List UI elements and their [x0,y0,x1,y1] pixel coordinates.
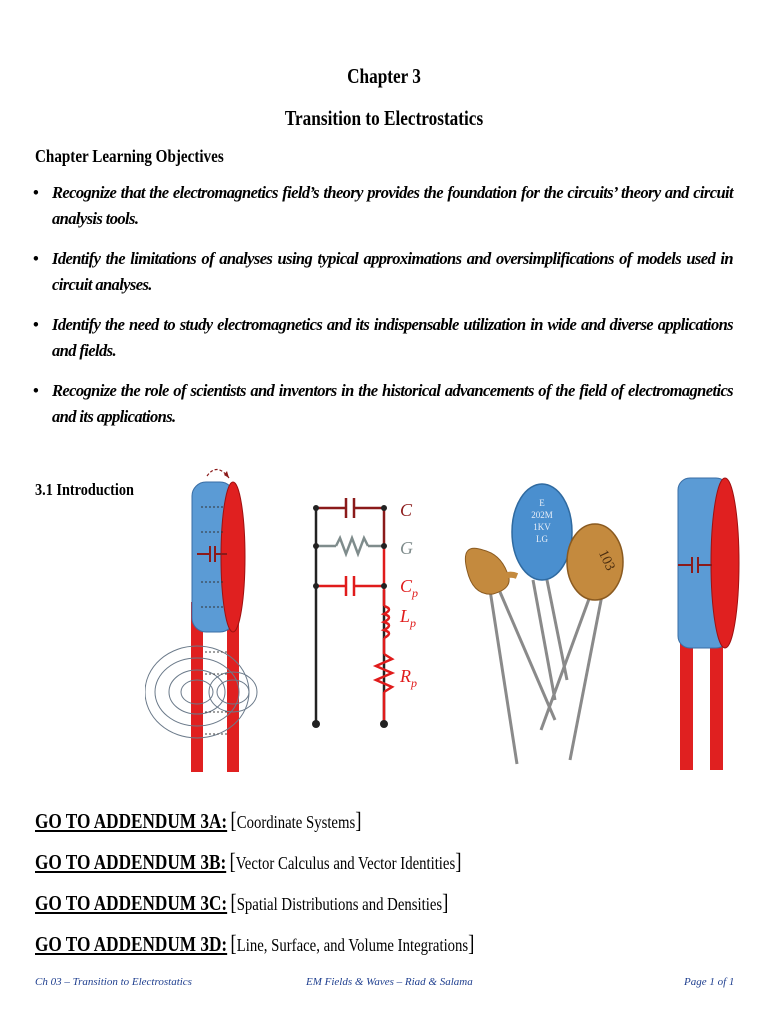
objective-item: •Identify the need to study electromagne… [33,312,734,364]
chapter-number: Chapter 3 [347,64,421,88]
bullet-icon: • [33,381,39,400]
label-cp: Cp [400,576,418,600]
addendum-3d-link[interactable]: GO TO ADDENDUM 3D: [Line, Surface, and V… [35,931,475,956]
capacitor-field-figure [145,468,258,772]
svg-text:LG: LG [536,534,548,544]
label-rp: Rp [399,666,417,690]
label-lp: Lp [399,606,416,630]
svg-text:E: E [539,498,545,508]
label-g: G [400,538,413,558]
footer-page-number: Page 1 of 1 [684,976,735,988]
footer-center: EM Fields & Waves – Riad & Salama [306,976,473,988]
objective-item: •Identify the limitations of analyses us… [33,246,734,298]
bullet-icon: • [33,183,39,202]
bullet-icon: • [33,315,39,334]
bullet-icon: • [33,249,39,268]
objectives-heading: Chapter Learning Objectives [35,146,224,166]
addendum-3a-link[interactable]: GO TO ADDENDUM 3A: [Coordinate Systems] [35,808,362,833]
capacitor-side-figure [677,477,740,770]
objective-item: •Recognize that the electromagnetics fie… [33,180,734,232]
addendum-3b-link[interactable]: GO TO ADDENDUM 3B: [Vector Calculus and … [35,849,462,874]
ceramic-capacitors-photo: E 202M 1KV LG 103 [464,483,624,765]
objectives-list: •Recognize that the electromagnetics fie… [33,180,734,444]
objective-item: •Recognize the role of scientists and in… [33,378,734,430]
footer-left: Ch 03 – Transition to Electrostatics [35,976,192,988]
equivalent-circuit-diagram: C G Cp Lp Rp [312,498,418,728]
chapter-title: Transition to Electrostatics [284,106,484,130]
section-title: 3.1 Introduction [35,480,134,499]
svg-text:202M: 202M [531,510,553,520]
svg-text:1KV: 1KV [533,522,551,532]
label-c: C [400,500,413,520]
addendum-3c-link[interactable]: GO TO ADDENDUM 3C: [Spatial Distribution… [35,890,449,915]
